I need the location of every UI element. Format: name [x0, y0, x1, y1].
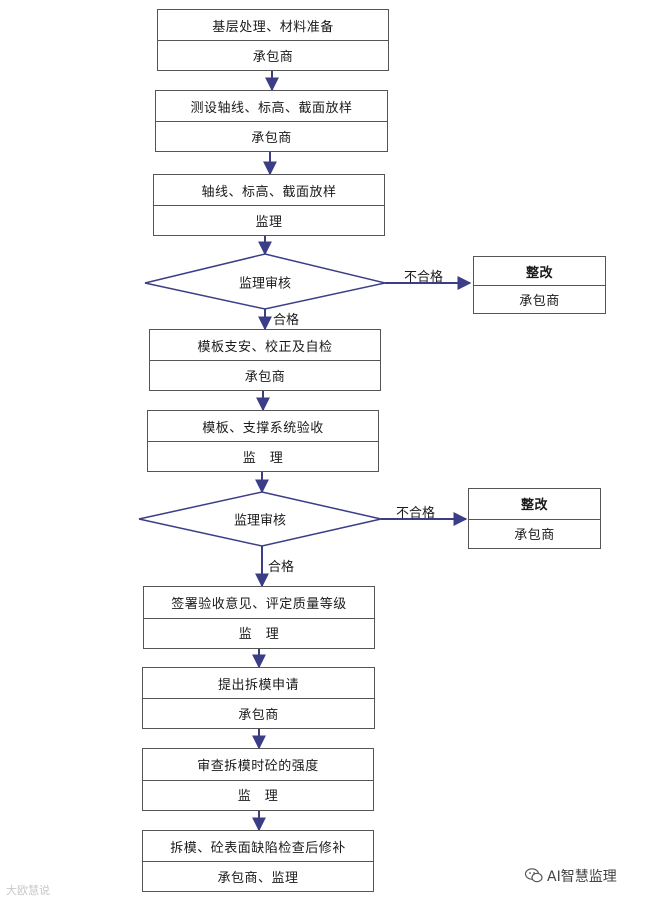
fail-label-1: 不合格 [404, 270, 444, 285]
step-1-box: 基层处理、材料准备 承包商 [157, 9, 389, 71]
step-9-role: 承包商、监理 [217, 870, 299, 886]
step-8-title: 审查拆模时砼的强度 [143, 749, 373, 781]
step-5-title: 模板、支撑系统验收 [148, 411, 378, 442]
step-5-role: 监 理 [242, 450, 284, 466]
watermark-right-text: AI智慧监理 [547, 869, 617, 885]
step-2-role: 承包商 [251, 130, 292, 146]
step-3-box: 轴线、标高、截面放样 监理 [153, 174, 385, 236]
decision-diamond-2 [138, 491, 382, 547]
step-4-box: 模板支安、校正及自检 承包商 [149, 329, 381, 391]
step-7-title: 提出拆模申请 [143, 668, 374, 699]
step-4-title: 模板支安、校正及自检 [150, 330, 380, 361]
rework-1-box: 整改 承包商 [473, 256, 606, 314]
rework-1-role: 承包商 [519, 293, 560, 309]
step-9-box: 拆模、砼表面缺陷检查后修补 承包商、监理 [142, 830, 374, 892]
rework-1-title: 整改 [474, 257, 605, 286]
step-9-title: 拆模、砼表面缺陷检查后修补 [143, 831, 373, 862]
wechat-icon [524, 867, 543, 887]
step-6-title: 签署验收意见、评定质量等级 [144, 587, 374, 619]
step-7-box: 提出拆模申请 承包商 [142, 667, 375, 729]
step-1-title: 基层处理、材料准备 [158, 10, 388, 41]
step-6-role: 监 理 [238, 627, 280, 643]
decision-diamond-1 [144, 253, 386, 310]
step-2-box: 测设轴线、标高、截面放样 承包商 [155, 90, 388, 152]
decision-1-label: 监理审核 [238, 276, 292, 292]
rework-2-title: 整改 [469, 489, 600, 520]
step-8-box: 审查拆模时砼的强度 监 理 [142, 748, 374, 811]
step-2-title: 测设轴线、标高、截面放样 [156, 91, 387, 122]
pass-label-1: 合格 [273, 313, 300, 328]
step-5-box: 模板、支撑系统验收 监 理 [147, 410, 379, 472]
decision-2-label: 监理审核 [233, 513, 287, 529]
pass-label-2: 合格 [268, 560, 295, 575]
watermark-right: AI智慧监理 [524, 866, 617, 887]
step-4-role: 承包商 [244, 369, 286, 385]
rework-2-box: 整改 承包商 [468, 488, 601, 549]
watermark-left: 大欧慧说 [6, 884, 50, 897]
rework-2-role: 承包商 [514, 527, 555, 543]
step-3-role: 监理 [255, 214, 283, 230]
step-6-box: 签署验收意见、评定质量等级 监 理 [143, 586, 375, 649]
step-8-role: 监 理 [237, 789, 279, 805]
step-1-role: 承包商 [252, 49, 294, 65]
step-3-title: 轴线、标高、截面放样 [154, 175, 384, 206]
fail-label-2: 不合格 [396, 506, 436, 521]
step-7-role: 承包商 [238, 707, 279, 723]
